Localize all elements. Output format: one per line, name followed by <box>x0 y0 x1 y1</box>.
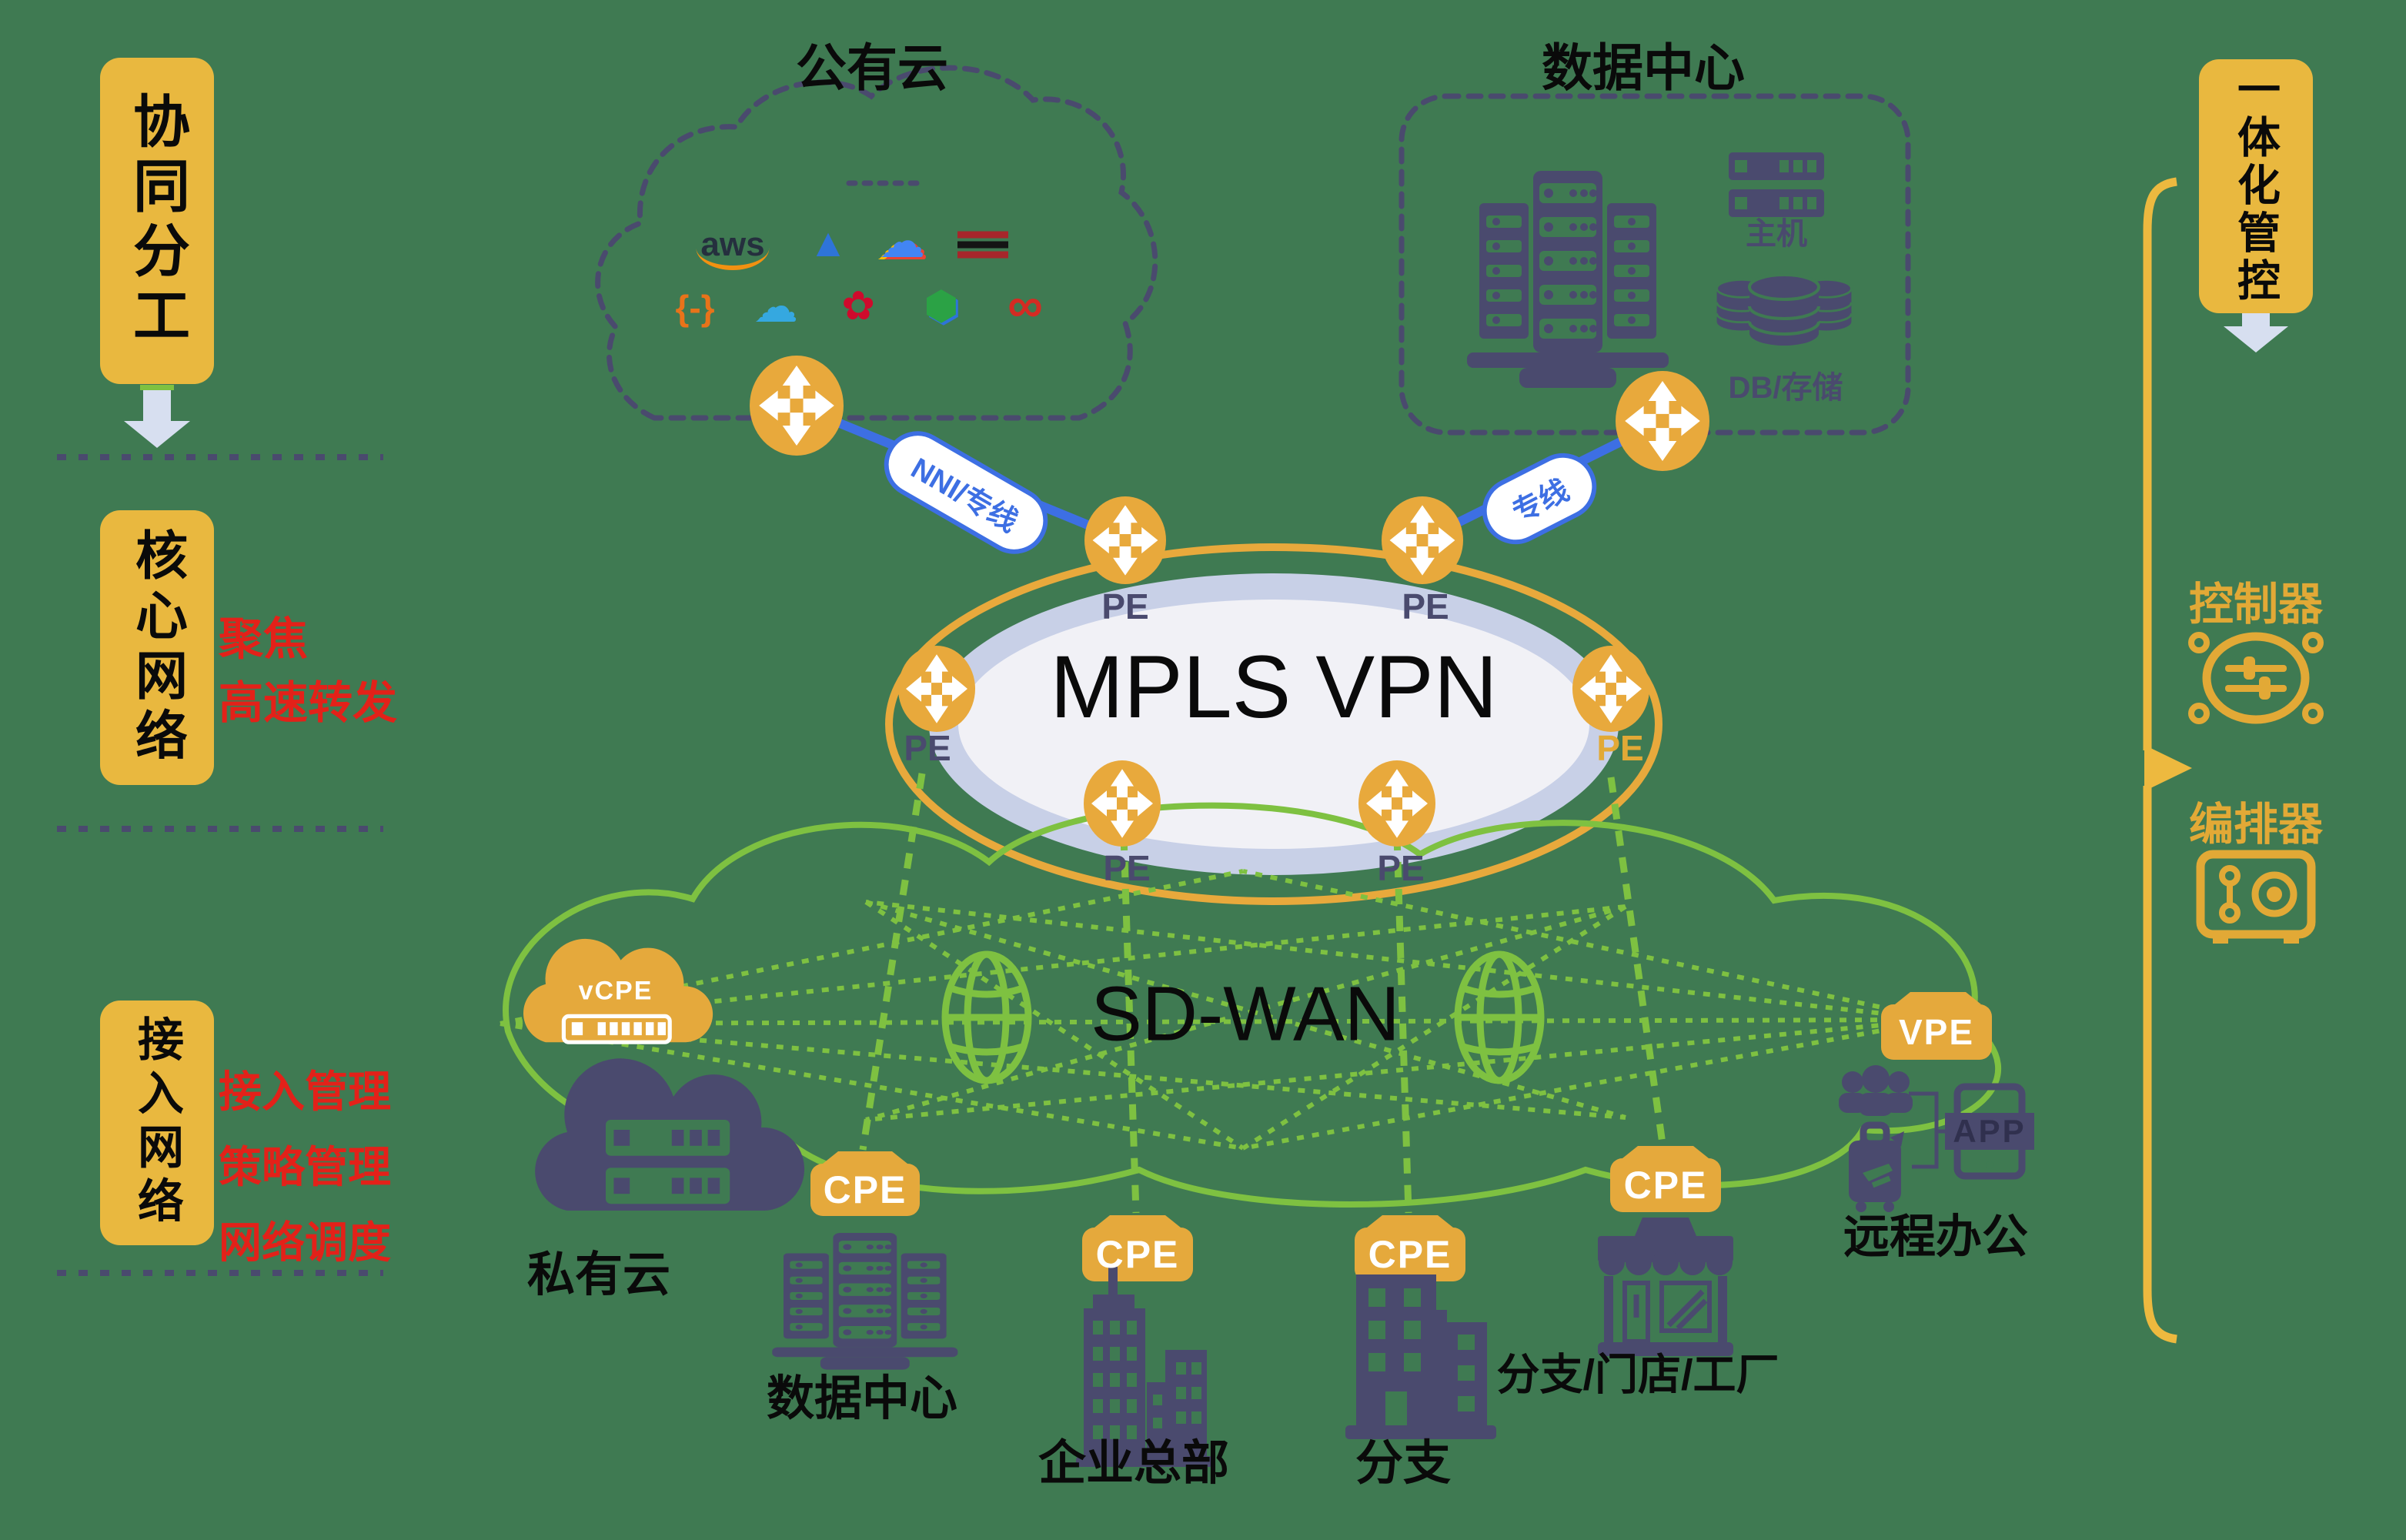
pe-router-icon <box>1572 646 1649 732</box>
datacenter-title: 数据中心 <box>1542 39 1745 96</box>
people-icon <box>1839 1065 1913 1116</box>
cpe-device-label: CPE <box>1368 1233 1452 1276</box>
pe-router-icon <box>1358 760 1435 847</box>
branch-label: 分支 <box>1355 1437 1452 1490</box>
down-arrow-icon <box>124 385 190 448</box>
sdwan-title: SD-WAN <box>1091 970 1400 1057</box>
access-note: 接入管理 <box>219 1067 391 1116</box>
datacenter-site-label: 数据中心 <box>766 1372 958 1425</box>
host-servers-icon <box>1729 152 1824 217</box>
server-rack-icon <box>1467 171 1669 388</box>
qingcloud-logo-icon: ⬢ <box>924 284 959 329</box>
core-note: 聚焦 <box>219 614 309 664</box>
luggage-icon <box>1849 1121 1904 1212</box>
ucloud-logo-icon: ∞ <box>1008 277 1043 332</box>
database-storage-icon <box>1716 273 1853 347</box>
section-box-collaboration: 协同分工 <box>100 58 214 384</box>
cpe-device-label: CPE <box>823 1168 907 1211</box>
public-cloud-title: 公有云 <box>796 39 948 96</box>
remote-work-label: 远程办公 <box>1843 1211 2028 1263</box>
controller-sliders-icon <box>2188 632 2324 724</box>
google-cloud-logo-icon: ☁ <box>879 215 925 267</box>
access-links <box>859 773 1666 1214</box>
section-title: 接入网络 <box>131 1015 183 1231</box>
globe-icon <box>1458 954 1541 1081</box>
orchestrator-safe-icon <box>2196 850 2316 944</box>
pe-label: PE <box>904 728 951 768</box>
pe-label: PE <box>1101 586 1149 626</box>
huawei-cloud-logo-icon: ✿ <box>841 284 875 329</box>
brace-icon <box>2143 177 2177 1344</box>
orchestrator-label: 编排器 <box>2188 800 2324 850</box>
router-icon <box>1616 371 1709 471</box>
alibaba-cloud-logo-icon: {-} <box>675 288 715 328</box>
access-note: 策略管理 <box>219 1143 391 1191</box>
branch-building-icon <box>1345 1274 1496 1439</box>
pe-router-icon <box>1382 496 1463 584</box>
cpe-device-label: CPE <box>1095 1233 1180 1276</box>
core-note: 高速转发 <box>219 678 398 728</box>
public-cloud-outline-icon <box>595 65 1158 421</box>
store-front-icon <box>1598 1218 1733 1356</box>
brace-arrow-icon <box>2144 745 2192 791</box>
server-rack-icon <box>772 1233 958 1370</box>
vcpe-device-label: vCPE <box>578 976 653 1006</box>
pe-router-icon <box>898 646 975 732</box>
section-box-core-network: 核心网络 <box>100 510 214 785</box>
mpls-vpn-title: MPLS VPN <box>1050 638 1498 737</box>
app-label: APP <box>1953 1113 2027 1149</box>
pe-label: PE <box>1402 586 1449 626</box>
section-box-access-network: 接入网络 <box>100 1000 214 1245</box>
cpe-device-icon <box>810 992 1992 1281</box>
vcpe-cloud-icon <box>523 938 713 1044</box>
pe-label: PE <box>1596 728 1644 768</box>
hq-building-icon <box>1076 1267 1213 1467</box>
pe-label: PE <box>1103 848 1151 888</box>
vpe-device-label: VPE <box>1898 1012 1975 1052</box>
store-label: 分支/门店/工厂 <box>1496 1350 1779 1399</box>
pe-label: PE <box>1377 848 1425 888</box>
tencent-cloud-logo-icon: ☁ <box>754 282 798 332</box>
globe-icon <box>945 954 1028 1081</box>
aws-logo-icon: aws <box>696 225 770 270</box>
red-stripes-logo-icon <box>957 229 1008 262</box>
section-title: 核心网络 <box>127 527 186 768</box>
section-title: 一体化管控 <box>2231 67 2281 306</box>
private-cloud-icon <box>535 1058 805 1211</box>
hq-label: 企业总部 <box>1038 1437 1230 1490</box>
host-label: 主机 <box>1746 217 1807 251</box>
pe-router-icon <box>1084 496 1166 584</box>
section-box-unified-management: 一体化管控 <box>2199 59 2313 313</box>
private-cloud-label: 私有云 <box>526 1248 671 1301</box>
app-tablet-icon <box>1945 1083 2034 1180</box>
section-title: 协同分工 <box>125 92 189 350</box>
storage-label: DB/存储 <box>1728 371 1843 405</box>
cpe-device-label: CPE <box>1623 1164 1708 1207</box>
pe-router-icon <box>1084 760 1161 847</box>
router-icon <box>750 356 844 456</box>
access-note: 网络调度 <box>219 1218 391 1267</box>
controller-label: 控制器 <box>2188 580 2324 630</box>
azure-logo-icon: ▲ <box>808 221 848 266</box>
